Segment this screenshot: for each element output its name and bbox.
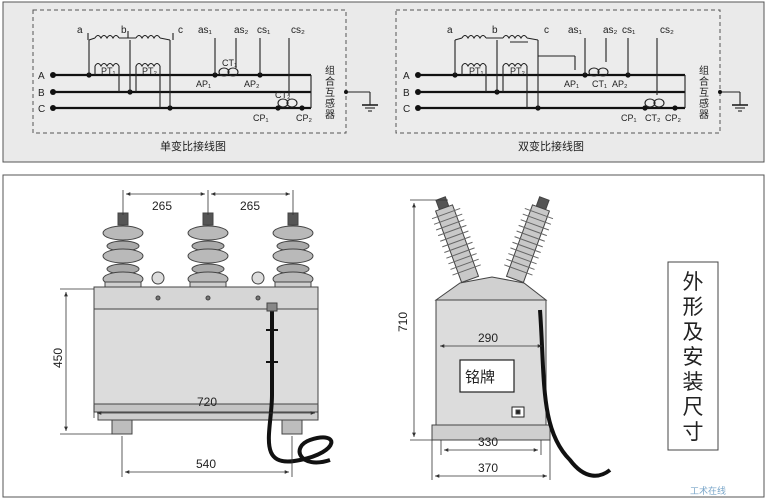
dim-base-inner: 330 (478, 435, 498, 449)
title-box (667, 261, 719, 451)
double-ap2: AP₂ (612, 79, 628, 89)
nameplate-box (459, 359, 515, 393)
double-ap1: AP₁ (564, 79, 579, 89)
double-phase-a: A (403, 71, 410, 82)
outline-title: 外形及安装尺寸 (682, 271, 704, 444)
double-terminal-cs1: cs₁ (622, 25, 636, 36)
single-ap2: AP₂ (244, 79, 260, 89)
double-phase-c: C (403, 104, 410, 115)
single-wiring (87, 31, 378, 112)
dim-height-side: 710 (396, 312, 410, 332)
single-cp2: CP₂ (296, 113, 313, 123)
double-cp2: CP₂ (665, 113, 682, 123)
double-terminal-c: c (544, 25, 549, 36)
dim-spacing-right: 265 (240, 199, 260, 213)
dim-spacing-left: 265 (152, 199, 172, 213)
double-ratio-box (395, 9, 721, 134)
single-ct2: CT₂ (275, 90, 291, 100)
single-terminal-as1: as₁ (198, 25, 213, 36)
single-pt1: PT₁ (101, 66, 116, 76)
side-insulator-right (504, 196, 554, 284)
front-dim-labels: 265 265 450 720 540 (51, 199, 260, 471)
watermark: 工术在线 (690, 486, 727, 496)
single-bus-lines (53, 73, 311, 110)
double-ct2: CT₂ (645, 113, 661, 123)
dim-body-width: 720 (197, 395, 217, 409)
double-ct1: CT₁ (592, 79, 607, 89)
double-pt1: PT₁ (469, 66, 484, 76)
double-wiring (454, 34, 748, 112)
double-terminal-a: a (447, 25, 453, 36)
single-labels: a b c as₁ as₂ cs₁ cs₂ A B C PT₁ PT₂ CT₁ … (38, 25, 313, 123)
double-ratio-caption: 双变比接线图 (518, 141, 584, 153)
double-bus-dots (415, 72, 678, 111)
double-terminal-b: b (492, 25, 498, 36)
single-ratio-box (32, 9, 347, 134)
single-ct1: CT₁ (222, 58, 237, 68)
dim-height-front: 450 (51, 348, 65, 368)
double-terminal-cs2: cs₂ (660, 25, 674, 36)
nameplate-label: 铭牌 (465, 369, 495, 386)
side-dimensions (410, 199, 551, 480)
dim-base-width: 540 (196, 457, 216, 471)
dim-top-width: 290 (478, 331, 498, 345)
dim-base-outer: 370 (478, 461, 498, 475)
single-terminal-a: a (77, 25, 83, 36)
single-terminal-cs2: cs₂ (291, 25, 305, 36)
double-cp1: CP₁ (621, 113, 637, 123)
single-terminal-as2: as₂ (234, 25, 249, 36)
single-combined-label: 组合互感器 (325, 66, 335, 121)
single-ap1: AP₁ (196, 79, 211, 89)
single-phase-a: A (38, 71, 45, 82)
front-dimensions (60, 190, 319, 477)
side-dim-labels: 710 290 330 370 铭牌 (396, 312, 498, 475)
single-terminal-c: c (178, 25, 183, 36)
double-terminal-as1: as₁ (568, 25, 583, 36)
double-pt2: PT₂ (510, 66, 526, 76)
single-pt2: PT₂ (142, 66, 158, 76)
front-view (93, 212, 334, 465)
double-phase-b: B (403, 88, 410, 99)
double-combined-label: 组合互感器 (699, 66, 709, 121)
single-terminal-b: b (121, 25, 127, 36)
single-phase-b: B (38, 88, 45, 99)
double-labels: a b c as₁ as₂ cs₁ cs₂ A B C PT₁ PT₂ CT₁ … (403, 25, 682, 123)
double-terminal-as2: as₂ (603, 25, 618, 36)
single-terminal-cs1: cs₁ (257, 25, 271, 36)
single-cp1: CP₁ (253, 113, 269, 123)
insulator-left (102, 212, 144, 293)
front-body (93, 308, 319, 412)
single-ratio-caption: 单变比接线图 (160, 141, 226, 153)
single-phase-c: C (38, 104, 45, 115)
